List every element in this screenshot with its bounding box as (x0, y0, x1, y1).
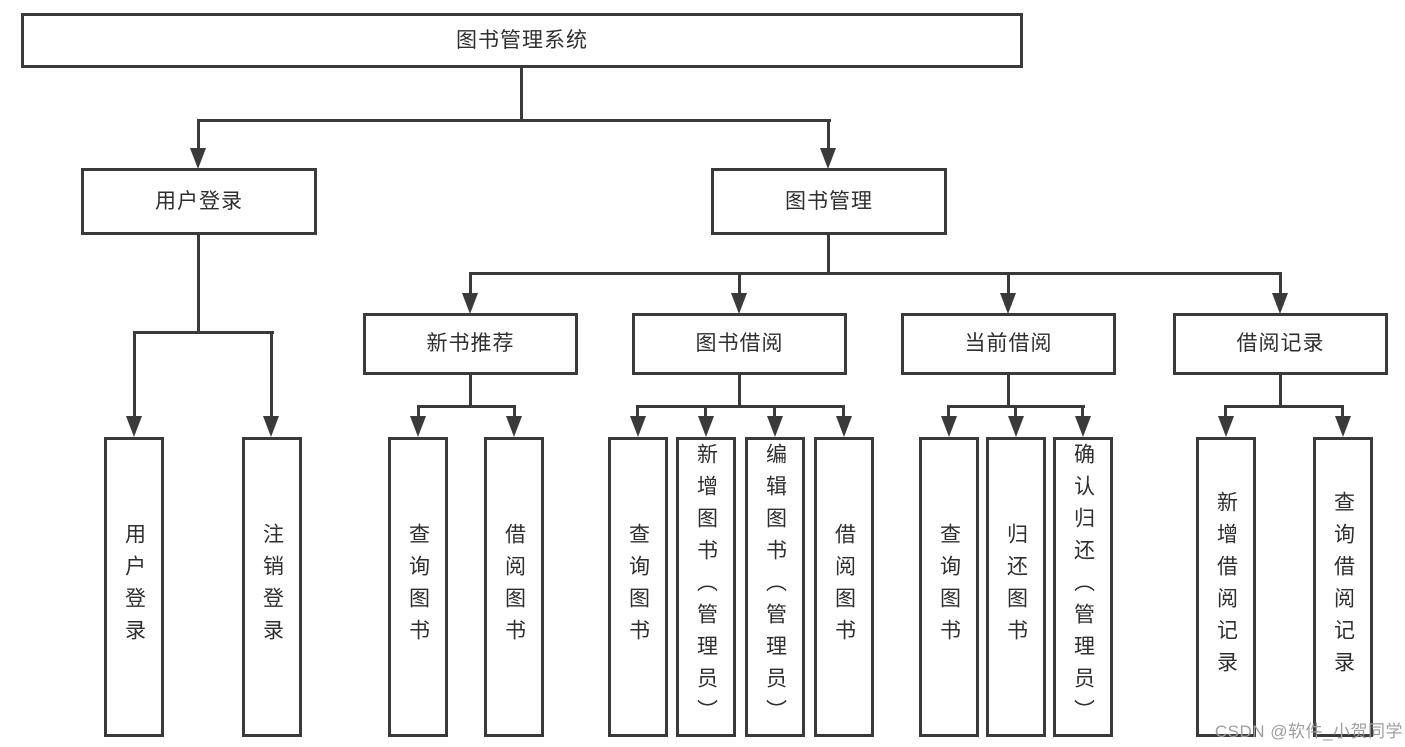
node-label: 图书管理系统 (456, 28, 588, 52)
connector-to-borrow-records (1279, 272, 1282, 296)
node-label: 借阅记录 (1236, 332, 1325, 356)
arrow-down-icon (731, 293, 747, 314)
arrow-down-icon (506, 416, 522, 437)
arrow-down-icon (1000, 293, 1016, 314)
node-label: 查询图书 (406, 523, 430, 651)
node-book-management: 图书管理 (711, 168, 947, 235)
connector-to-current-borrow (1007, 272, 1010, 296)
connector-to-book-management (827, 119, 830, 151)
connector-leaf-stub (1014, 405, 1017, 418)
connector-book-management-stem (827, 233, 830, 275)
leaf-user-login: 用户登录 (104, 437, 164, 737)
node-label: 用户登录 (155, 189, 243, 213)
node-label: 借阅图书 (502, 523, 526, 651)
arrow-down-icon (941, 416, 957, 437)
leaf-query-books-recommend: 查询图书 (388, 437, 448, 737)
leaf-add-books-admin: 新增图书（管理员） (676, 437, 736, 737)
leaf-query-borrow-record: 查询借阅记录 (1313, 437, 1373, 737)
arrow-down-icon (126, 416, 142, 437)
arrow-down-icon (190, 148, 206, 169)
connector-to-leaf-user-login (133, 331, 136, 417)
connector-leaf-stub (513, 405, 516, 418)
connector-leaf-stub (947, 405, 950, 418)
node-current-borrowing: 当前借阅 (901, 313, 1116, 375)
arrow-down-icon (263, 416, 279, 437)
node-book-borrowing: 图书借阅 (632, 313, 847, 375)
connector-leaf-stub (1081, 405, 1084, 418)
node-new-book-recommendation: 新书推荐 (363, 313, 578, 375)
node-label: 注销登录 (260, 523, 284, 651)
node-label: 图书管理 (785, 189, 873, 213)
node-label: 编辑图书（管理员） (763, 443, 787, 731)
connector-book-management-branch (469, 272, 1282, 275)
connector-leaf-stub (1341, 405, 1344, 418)
arrow-down-icon (1218, 416, 1234, 437)
connector-borrow-records-branch (1224, 405, 1344, 408)
arrow-down-icon (1272, 293, 1288, 314)
leaf-add-borrow-record: 新增借阅记录 (1196, 437, 1256, 737)
arrow-down-icon (1008, 416, 1024, 437)
node-label: 当前借阅 (964, 332, 1053, 356)
connector-to-user-login (197, 119, 200, 151)
arrow-down-icon (698, 416, 714, 437)
connector-current-borrow-stem (1007, 373, 1010, 408)
connector-leaf-stub (417, 405, 420, 418)
arrow-down-icon (1335, 416, 1351, 437)
node-label: 确认归还（管理员） (1071, 443, 1095, 731)
connector-new-book-branch (417, 405, 516, 408)
leaf-edit-books-admin: 编辑图书（管理员） (745, 437, 805, 737)
connector-borrow-records-stem (1279, 373, 1282, 408)
leaf-query-books-current: 查询图书 (919, 437, 979, 737)
connector-user-login-branch (133, 331, 274, 334)
leaf-borrow-books: 借阅图书 (814, 437, 874, 737)
node-label: 查询图书 (937, 523, 961, 651)
leaf-query-books-borrowing: 查询图书 (608, 437, 668, 737)
leaf-confirm-return-admin: 确认归还（管理员） (1053, 437, 1113, 737)
node-label: 用户登录 (122, 523, 146, 651)
node-label: 新书推荐 (426, 332, 515, 356)
connector-to-new-book (469, 272, 472, 296)
node-label: 归还图书 (1004, 523, 1028, 651)
connector-to-book-borrow (738, 272, 741, 296)
node-label: 新增图书（管理员） (694, 443, 718, 731)
arrow-down-icon (410, 416, 426, 437)
connector-to-leaf-logout (270, 331, 273, 417)
node-label: 新增借阅记录 (1214, 491, 1238, 683)
arrow-down-icon (767, 416, 783, 437)
connector-leaf-stub (842, 405, 845, 418)
connector-leaf-stub (704, 405, 707, 418)
arrow-down-icon (630, 416, 646, 437)
arrow-down-icon (820, 148, 836, 169)
connector-leaf-stub (1224, 405, 1227, 418)
arrow-down-icon (836, 416, 852, 437)
node-borrowing-records: 借阅记录 (1173, 313, 1388, 375)
leaf-logout: 注销登录 (242, 437, 302, 737)
connector-user-login-stem (197, 233, 200, 334)
arrow-down-icon (1075, 416, 1091, 437)
node-library-management-system: 图书管理系统 (21, 13, 1023, 68)
node-label: 查询借阅记录 (1331, 491, 1355, 683)
connector-book-borrow-stem (738, 373, 741, 408)
csdn-watermark: CSDN @软件_小贺同学 (1214, 722, 1403, 741)
connector-leaf-stub (636, 405, 639, 418)
node-label: 借阅图书 (832, 523, 856, 651)
connector-new-book-stem (469, 373, 472, 408)
node-label: 图书借阅 (695, 332, 784, 356)
node-user-login: 用户登录 (81, 168, 317, 235)
node-label: 查询图书 (626, 523, 650, 651)
leaf-return-books: 归还图书 (986, 437, 1046, 737)
arrow-down-icon (462, 293, 478, 314)
leaf-borrow-books-recommend: 借阅图书 (484, 437, 544, 737)
connector-root-branch (197, 119, 831, 122)
connector-book-borrow-branch (636, 405, 845, 408)
connector-root-stem (520, 66, 523, 122)
connector-leaf-stub (773, 405, 776, 418)
